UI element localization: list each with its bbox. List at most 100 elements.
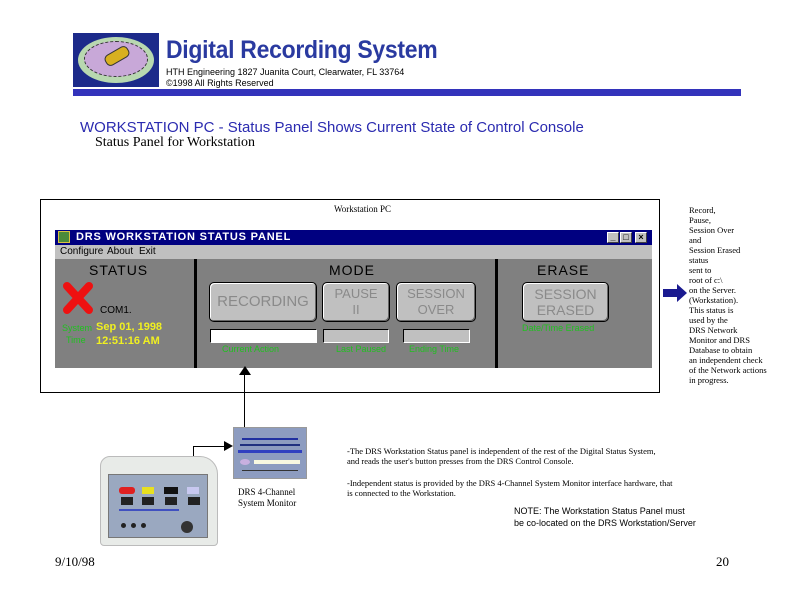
logo-inner xyxy=(84,41,148,77)
menu-exit[interactable]: Exit xyxy=(139,246,156,257)
system-monitor-image xyxy=(233,427,307,479)
menu-configure[interactable]: Configure xyxy=(60,246,104,257)
erase-heading: ERASE xyxy=(537,262,590,278)
pause-light xyxy=(142,487,154,494)
monitor-caption: DRS 4-Channel System Monitor xyxy=(238,487,296,509)
current-action-field xyxy=(210,329,317,343)
note-line: NOTE: The Workstation Status Panel must xyxy=(514,506,685,516)
console-jack xyxy=(141,523,146,528)
window-titlebar[interactable] xyxy=(55,230,652,245)
session-erased-label-1: SESSION xyxy=(534,286,597,302)
console-label xyxy=(119,509,179,511)
workstation-label: Workstation PC xyxy=(334,204,392,214)
console-knob xyxy=(181,521,193,533)
note-line: be co-located on the DRS Workstation/Ser… xyxy=(514,518,696,528)
close-button[interactable]: × xyxy=(635,232,647,243)
session-over-button[interactable]: SESSION OVER xyxy=(396,282,476,322)
copyright: ©1998 All Rights Reserved xyxy=(166,78,274,88)
system-date: Sep 01, 1998 xyxy=(96,321,163,333)
workstation-frame xyxy=(40,199,660,393)
side-note-line: Monitor and DRS xyxy=(689,335,750,345)
erase-light xyxy=(187,487,199,494)
date-time-erased-label: Date/Time Erased xyxy=(522,323,595,333)
session-over-light xyxy=(164,487,178,494)
recording-button[interactable]: RECORDING xyxy=(209,282,317,322)
pause-label: PAUSE xyxy=(334,286,378,301)
description-para-1: -The DRS Workstation Status panel is ind… xyxy=(347,446,656,466)
app-icon xyxy=(58,231,70,243)
minimize-button[interactable]: _ xyxy=(607,232,619,243)
side-note-line: in progress. xyxy=(689,375,729,385)
up-arrow-icon xyxy=(239,366,251,375)
monitor-caption-line: DRS 4-Channel xyxy=(238,487,296,497)
side-note-line: used by the xyxy=(689,315,728,325)
side-note-line: status xyxy=(689,255,709,265)
side-note-line: Database to obtain xyxy=(689,345,753,355)
mode-heading: MODE xyxy=(329,262,375,278)
system-time: 12:51:16 AM xyxy=(96,335,160,347)
side-note-line: root of c:\ xyxy=(689,275,723,285)
description-line: is connected to the Workstation. xyxy=(347,488,456,498)
connector-line xyxy=(193,446,194,458)
current-action-label: Current Action xyxy=(222,344,280,354)
side-note-line: This status is xyxy=(689,305,734,315)
company-address: HTH Engineering 1827 Juanita Court, Clea… xyxy=(166,67,405,77)
record-light xyxy=(119,487,135,494)
side-note-line: sent to xyxy=(689,265,712,275)
side-note-line: (Workstation). xyxy=(689,295,739,305)
pause-icon: II xyxy=(352,302,360,317)
menu-about[interactable]: About xyxy=(107,246,134,257)
console-button xyxy=(121,497,133,505)
session-erased-button[interactable]: SESSION ERASED xyxy=(522,282,609,322)
time-label: Time xyxy=(66,335,86,345)
colocation-note: NOTE: The Workstation Status Panel must … xyxy=(514,505,696,529)
last-paused-field xyxy=(323,329,389,343)
right-arrowhead-icon xyxy=(224,441,233,451)
monitor-caption-line: System Monitor xyxy=(238,498,297,508)
slide-heading: WORKSTATION PC - Status Panel Shows Curr… xyxy=(80,119,584,136)
side-note-line: DRS Network xyxy=(689,325,738,335)
session-erased-label-2: ERASED xyxy=(536,302,595,318)
side-note-line: Record, xyxy=(689,205,716,215)
red-x-icon xyxy=(63,282,93,314)
console-button xyxy=(165,497,177,505)
side-note-line: Session Over xyxy=(689,225,735,235)
connector-line xyxy=(193,446,225,447)
com-port: COM1. xyxy=(100,305,132,316)
session-over-label-2: OVER xyxy=(417,302,455,317)
side-note: Record, Pause, Session Over and Session … xyxy=(689,205,789,385)
monitor-text-line xyxy=(242,438,298,440)
console-button xyxy=(188,497,200,505)
maximize-button[interactable]: □ xyxy=(620,232,632,243)
console-jack xyxy=(121,523,126,528)
monitor-text-line xyxy=(242,470,298,471)
console-button xyxy=(142,497,154,505)
description-line: and reads the user's button presses from… xyxy=(347,456,574,466)
window-title: DRS WORKSTATION STATUS PANEL xyxy=(76,231,292,243)
side-note-line: on the Server. xyxy=(689,285,736,295)
monitor-text-line xyxy=(238,450,302,453)
description-line: -The DRS Workstation Status panel is ind… xyxy=(347,446,656,456)
side-note-line: and xyxy=(689,235,702,245)
monitor-field xyxy=(254,460,300,464)
control-console-face xyxy=(108,474,208,538)
ending-time-field xyxy=(403,329,470,343)
side-note-line: of the Network actions xyxy=(689,365,767,375)
ending-time-label: Ending Time xyxy=(409,344,460,354)
side-note-line: Session Erased xyxy=(689,245,741,255)
section-divider xyxy=(194,259,197,368)
session-over-label-1: SESSION xyxy=(407,286,465,301)
last-paused-label: Last Paused xyxy=(336,344,387,354)
pause-button[interactable]: PAUSE II xyxy=(322,282,390,322)
connector-line xyxy=(244,372,245,428)
footer-date: 9/10/98 xyxy=(55,554,95,569)
description-para-2: -Independent status is provided by the D… xyxy=(347,478,673,498)
brand-title: Digital Recording System xyxy=(166,34,438,64)
monitor-text-line xyxy=(240,444,300,446)
description-line: -Independent status is provided by the D… xyxy=(347,478,673,488)
page-number: 20 xyxy=(716,554,729,569)
side-note-line: an independent check xyxy=(689,355,763,365)
header-divider xyxy=(73,89,741,96)
section-divider xyxy=(495,259,498,368)
right-arrow-icon xyxy=(663,284,687,302)
